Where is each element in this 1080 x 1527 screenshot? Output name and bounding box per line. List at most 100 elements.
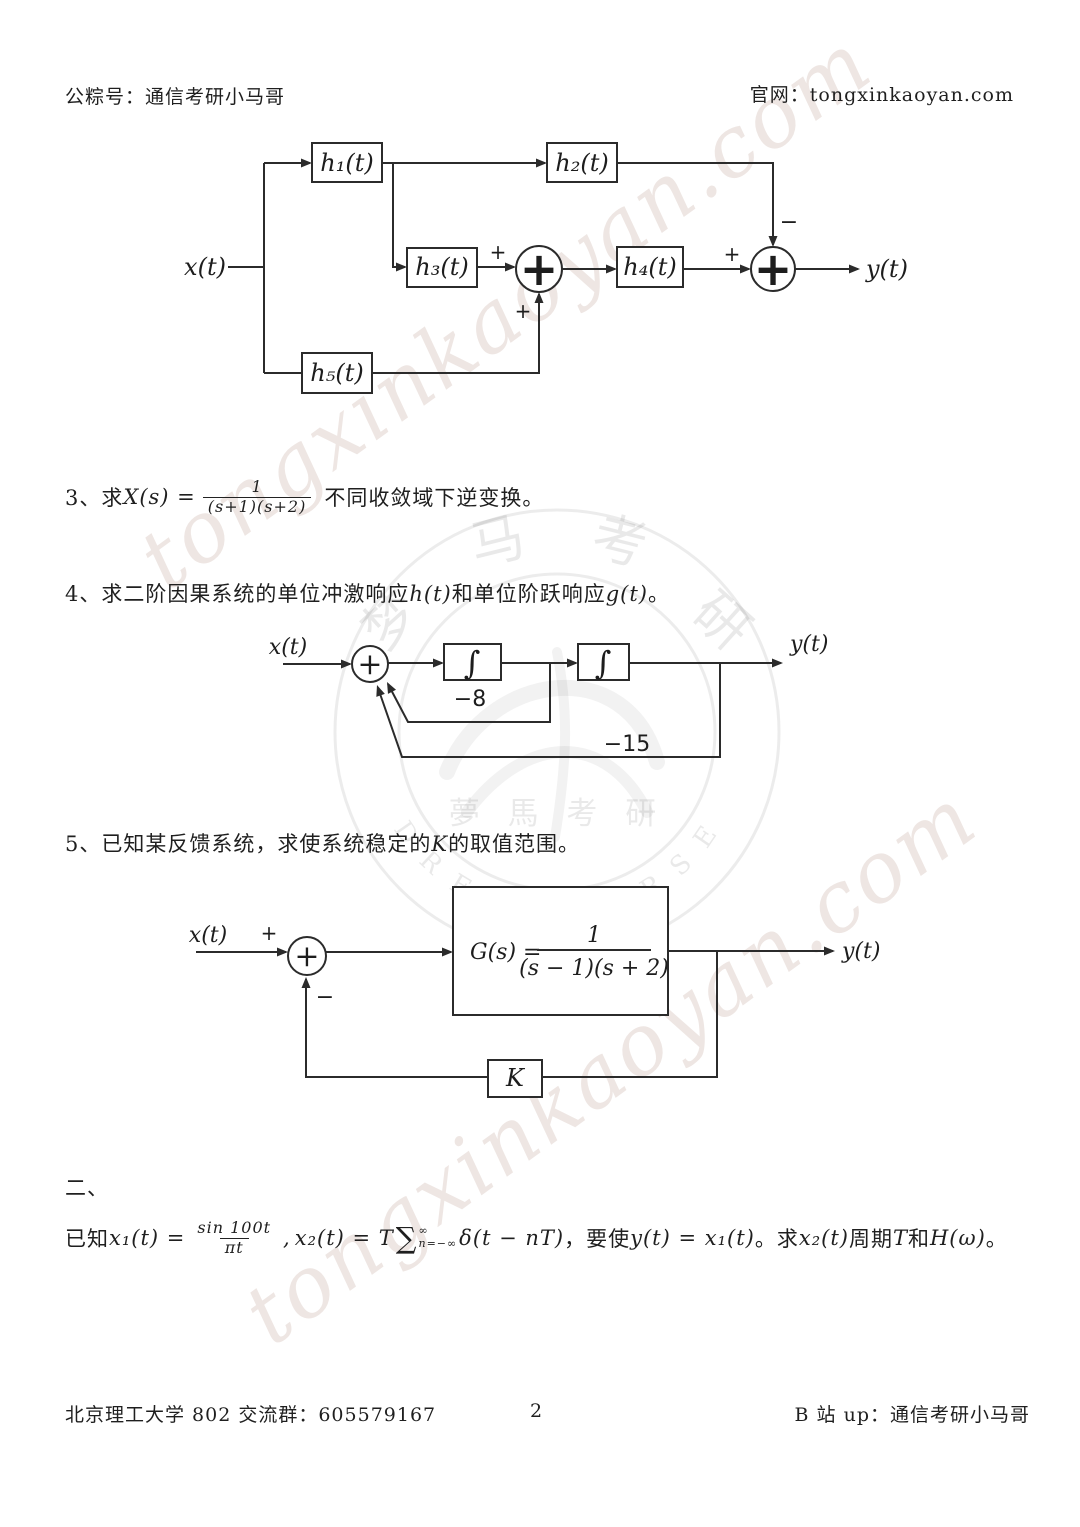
block-h3 [406,247,478,288]
block-h5 [301,352,373,394]
block-h1-label: h₁(t) [320,149,373,177]
plus-sign: + [724,242,741,266]
integral-icon: ∫ [595,644,612,682]
summer-2-plus: + [754,242,793,296]
diagram-h-system: x(t) h₁(t) h₂(t) h₃(t) h₄(t) h₅(t) + + +… [184,142,908,394]
arrowhead [301,158,312,168]
input-label: x(t) [189,923,227,948]
integrator-1 [443,643,502,681]
arrowhead [396,262,407,272]
summer [351,645,389,683]
page-number: 2 [530,1400,544,1422]
p3-lhs: X(s) = [123,485,196,509]
p4-math: g(t) [605,582,649,606]
arrowhead [433,658,444,668]
arrowhead [376,685,385,697]
arrowhead [277,947,288,957]
seal-watermark: 梦 马 考 研 D R E A M H O R S E 夢 馬 考 研 [333,504,781,956]
arrowheads [301,158,860,303]
sum-icon: ∑ [395,1221,418,1255]
sec2-period: 周期 [848,1227,893,1251]
arrowhead [772,658,783,668]
wire [617,162,774,245]
seal-phoenix-wing [461,746,653,818]
wire [392,163,405,268]
sum-lower-limit: n=−∞ [418,1237,458,1250]
p4-math: h(t) [409,582,452,606]
feedback-wire-15 [377,663,721,758]
p3-frac-num: 1 [251,477,263,497]
minus-sign: − [780,210,798,235]
feedback-wire [305,979,488,1078]
arrowhead [341,659,352,669]
sec2-yeq: y(t) = x₁(t) [630,1226,755,1250]
sec2-end: 。 [985,1227,1008,1251]
p4-text: 4、求二阶因果系统的单位冲激响应 [65,582,410,606]
gain-label-minus8: −8 [454,687,486,712]
header-right: 官网：tongxinkaoyan.com [749,84,1014,106]
seal-phoenix-tail [550,647,571,842]
problem-5: 5、已知某反馈系统，求使系统稳定的K的取值范围。 [65,828,580,858]
block-h4-label: h₄(t) [623,253,676,281]
output-label: y(t) [841,939,880,964]
seal-char: 考 [586,504,654,578]
arrowhead [301,977,311,988]
sum-limits: ∞n=−∞ [418,1225,457,1250]
input-label: x(t) [269,635,307,660]
arrowhead [536,158,547,168]
sec2-comma: , [283,1226,291,1250]
p5-math: K [431,832,449,856]
sec2-delta: δ(t − nT) [459,1226,565,1250]
sum-upper-limit: ∞ [418,1224,429,1238]
p4-text: 和单位阶跃响应 [451,582,606,606]
p3-frac-den: (s+1)(s+2) [202,496,312,516]
output-label: y(t) [865,255,908,283]
problem-4: 4、求二阶因果系统的单位冲激响应h(t)和单位阶跃响应g(t)。 [65,578,670,608]
diagram-integrator-system: + ∫ ∫ x(t) y(t) −8 −15 [269,632,828,758]
summer-1-plus: + [520,242,559,296]
summer-plus: + [294,939,319,974]
arrowhead [505,262,516,272]
feedback-wire [542,951,718,1078]
arrowhead [606,264,617,274]
seal-phoenix-wing [439,679,665,780]
output-label: y(t) [789,632,828,657]
footer-right: B 站 up：通信考研小马哥 [794,1404,1030,1426]
gain-label-minus15: −15 [604,732,650,757]
arrowhead [442,947,453,957]
sec2-frac-den: πt [219,1237,249,1257]
block-h2-label: h₂(t) [555,149,608,177]
arrowhead [824,946,835,956]
sec2-frac-num: sin 100t [197,1218,272,1238]
feedback-wire-8 [387,663,551,723]
p5-text: 的取值范围。 [448,832,581,856]
transfer-function-num: 1 [587,923,601,948]
block-h3-label: h₃(t) [415,253,468,281]
p5-text: 5、已知某反馈系统，求使系统稳定的 [65,832,432,856]
sec2-T: T [892,1226,908,1250]
plus-sign: + [490,240,507,264]
sec2-and: 和 [907,1227,930,1251]
arrowhead [387,682,397,694]
arrowhead [768,236,778,247]
integrator-2 [577,643,630,681]
arrowheads [341,658,783,697]
sec2-x2: x₂(t) = T [294,1226,394,1250]
transfer-function-lhs: G(s) = [470,940,541,965]
block-h5-label: h₅(t) [310,359,363,387]
arrowhead [740,264,751,274]
transfer-function-den: (s − 1)(s + 2) [519,956,669,981]
diagram-feedback-system: + x(t) + − G(s) = 1 (s − 1)(s + 2) K y(t… [189,886,880,1098]
block-h2 [546,142,618,183]
block-h1 [311,142,383,183]
integral-icon: ∫ [464,644,481,682]
plus-sign: + [515,299,532,323]
wires [283,662,781,758]
plus-sign: + [261,921,278,945]
summer [287,936,327,976]
wires [196,950,833,1078]
seal-inner-text: 夢 馬 考 研 [449,796,666,832]
sec2-H: H(ω) [929,1226,986,1250]
